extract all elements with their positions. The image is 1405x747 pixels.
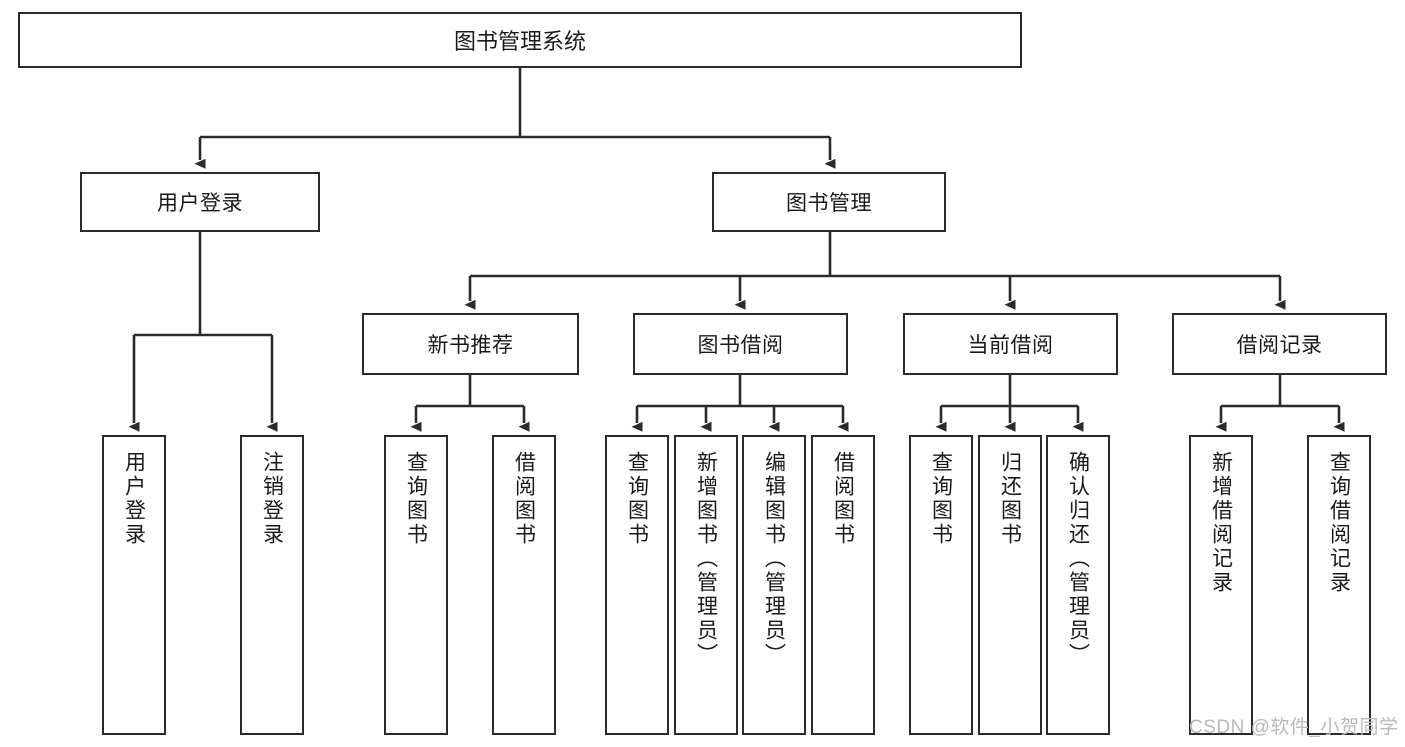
- node-book-management[interactable]: 图书管理: [712, 172, 946, 232]
- leaf-label: 编辑图书（管理员）: [762, 451, 786, 667]
- node-new-book-recommend[interactable]: 新书推荐: [362, 313, 579, 375]
- node-book-management-label: 图书管理: [786, 192, 872, 215]
- leaf-user-login-login[interactable]: 用户登录: [102, 435, 166, 735]
- leaf-new-book-query[interactable]: 查询图书: [384, 435, 448, 735]
- node-book-borrow-label: 图书借阅: [697, 334, 784, 357]
- leaf-current-borrow-return[interactable]: 归还图书: [978, 435, 1042, 735]
- node-root[interactable]: 图书管理系统: [18, 12, 1022, 68]
- watermark: CSDN @软件_小贺同学: [1189, 717, 1399, 738]
- leaf-new-book-borrow[interactable]: 借阅图书: [492, 435, 556, 735]
- leaf-label: 查询图书: [929, 451, 953, 547]
- leaf-label: 查询图书: [625, 451, 649, 547]
- leaf-label: 用户登录: [122, 451, 146, 547]
- leaf-label: 归还图书: [998, 451, 1022, 547]
- node-borrow-record[interactable]: 借阅记录: [1172, 313, 1387, 375]
- leaf-label: 注销登录: [260, 451, 284, 547]
- leaf-label: 借阅图书: [512, 451, 536, 547]
- leaf-label: 确认归还（管理员）: [1066, 451, 1090, 667]
- node-current-borrow-label: 当前借阅: [967, 334, 1054, 357]
- leaf-book-borrow-query[interactable]: 查询图书: [605, 435, 669, 735]
- leaf-label: 查询借阅记录: [1327, 451, 1351, 595]
- leaf-book-borrow-add[interactable]: 新增图书（管理员）: [674, 435, 738, 735]
- node-user-login[interactable]: 用户登录: [80, 172, 320, 232]
- leaf-label: 查询图书: [404, 451, 428, 547]
- leaf-book-borrow-edit[interactable]: 编辑图书（管理员）: [742, 435, 806, 735]
- leaf-borrow-record-add[interactable]: 新增借阅记录: [1189, 435, 1253, 735]
- leaf-label: 新增借阅记录: [1209, 451, 1233, 595]
- leaf-current-borrow-query[interactable]: 查询图书: [909, 435, 973, 735]
- leaf-label: 借阅图书: [831, 451, 855, 547]
- node-borrow-record-label: 借阅记录: [1236, 334, 1323, 357]
- leaf-user-login-logout[interactable]: 注销登录: [240, 435, 304, 735]
- node-current-borrow[interactable]: 当前借阅: [903, 313, 1118, 375]
- leaf-current-borrow-confirm-return[interactable]: 确认归还（管理员）: [1046, 435, 1110, 735]
- node-book-borrow[interactable]: 图书借阅: [633, 313, 848, 375]
- node-new-book-recommend-label: 新书推荐: [427, 334, 514, 357]
- leaf-label: 新增图书（管理员）: [694, 451, 718, 667]
- node-root-label: 图书管理系统: [453, 29, 586, 54]
- leaf-book-borrow-borrow[interactable]: 借阅图书: [811, 435, 875, 735]
- node-user-login-label: 用户登录: [157, 192, 243, 215]
- leaf-borrow-record-query[interactable]: 查询借阅记录: [1307, 435, 1371, 735]
